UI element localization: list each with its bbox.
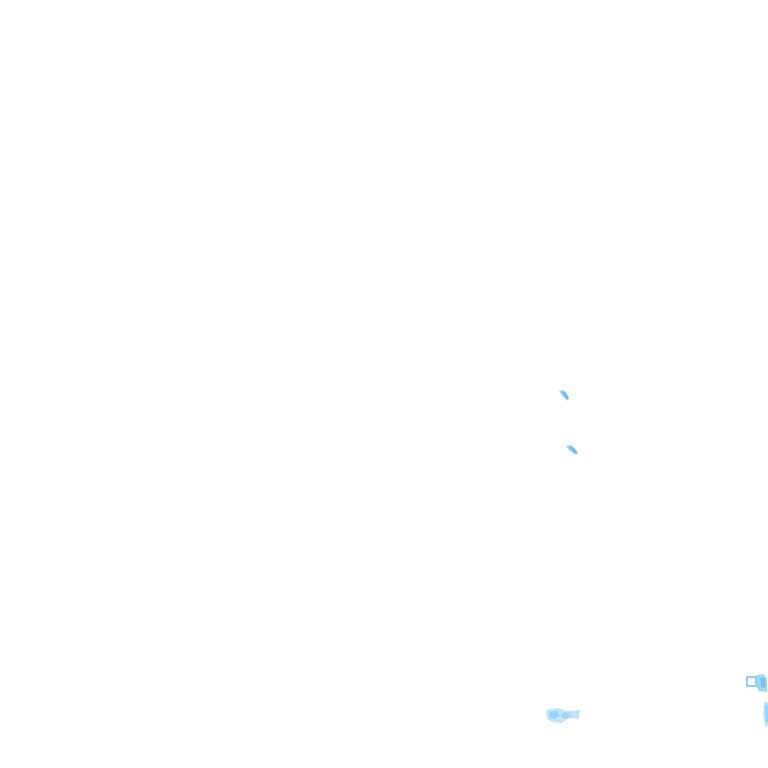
blue-edge-mark-icon xyxy=(763,702,768,726)
blue-speck-icon xyxy=(566,445,578,455)
blue-square-outline-icon xyxy=(746,674,767,692)
blue-smudge-icon xyxy=(546,708,580,723)
blue-speck-icon xyxy=(559,390,569,401)
